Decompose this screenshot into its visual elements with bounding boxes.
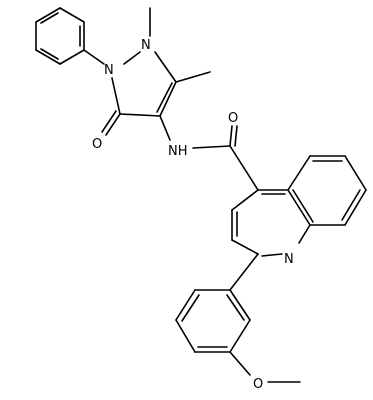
bond [229, 289, 251, 321]
bond [175, 319, 196, 353]
phenyl-ring [35, 7, 85, 65]
atom-label-amide-o: O [228, 111, 238, 126]
bond [181, 294, 200, 322]
bond [119, 113, 161, 117]
bond [35, 49, 61, 65]
bond [40, 48, 59, 60]
atom-label-methoxy-o: O [253, 377, 263, 392]
bond [175, 71, 211, 83]
bond [156, 82, 173, 113]
bond [231, 239, 259, 255]
bond [344, 189, 367, 226]
bond [105, 113, 121, 136]
bond [40, 12, 59, 24]
bond [154, 51, 177, 83]
atom-label-n-methyl: N [141, 38, 151, 53]
bond [287, 155, 311, 191]
bond [229, 319, 251, 353]
atom-label-quinoline-n: N [284, 252, 294, 267]
bond [344, 155, 367, 191]
bond [111, 77, 121, 115]
bond [231, 189, 259, 211]
bond [35, 7, 61, 23]
bond [292, 189, 314, 223]
bond [175, 289, 196, 321]
bond [101, 110, 117, 133]
bond [287, 189, 311, 226]
pyrazolone-ring [111, 51, 177, 117]
bond [59, 7, 85, 23]
bond [229, 145, 259, 191]
bond [59, 49, 85, 65]
quinoline-pyridine-ring [231, 189, 311, 257]
atom-label-carbonyl-o: O [92, 137, 102, 152]
bond [298, 224, 311, 244]
bond [123, 51, 141, 65]
bond [192, 145, 231, 149]
bond [261, 253, 283, 257]
bond [234, 125, 238, 147]
bond [229, 253, 259, 291]
bond [226, 294, 245, 321]
atom-label-n-phenyl: N [104, 63, 114, 78]
bond [159, 81, 177, 117]
quinoline-benzo-ring [287, 155, 367, 226]
bond [341, 189, 361, 221]
bond [159, 115, 171, 141]
atom-label-amide-nh: NH [168, 144, 188, 159]
bond [229, 125, 233, 147]
bond [229, 351, 251, 376]
methoxyphenyl-ring [175, 289, 251, 353]
bond [83, 49, 105, 65]
